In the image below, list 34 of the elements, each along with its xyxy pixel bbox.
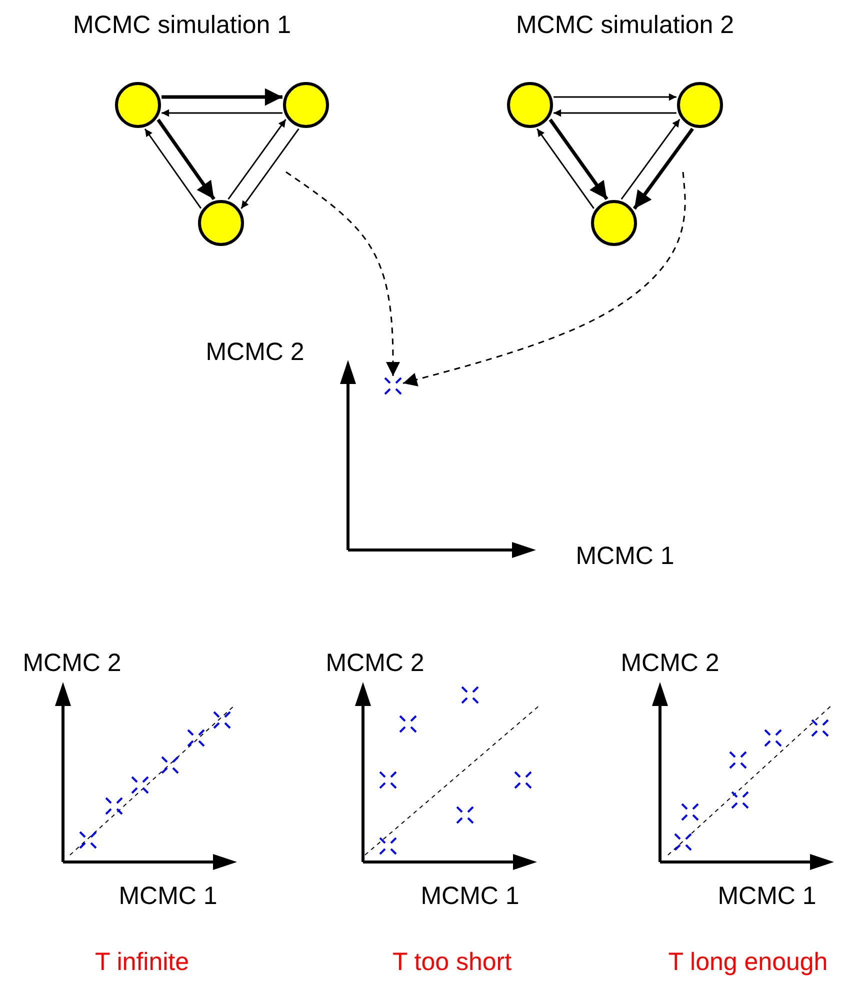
axis-label: MCMC 1 xyxy=(576,541,674,571)
arrow xyxy=(554,109,676,117)
state-circle xyxy=(283,82,329,128)
arrow xyxy=(536,128,594,209)
arrow xyxy=(162,109,282,117)
caption: T long enough xyxy=(668,947,828,977)
axis-label: MCMC 1 xyxy=(718,881,816,911)
title: MCMC simulation 1 xyxy=(72,10,292,40)
axis-label: MCMC 2 xyxy=(620,648,720,678)
caption: T infinite xyxy=(94,947,190,977)
title: MCMC simulation 2 xyxy=(516,10,734,40)
state-circle xyxy=(677,82,723,128)
arrow xyxy=(554,93,676,101)
axis-label: MCMC 2 xyxy=(22,648,122,678)
arrow xyxy=(286,171,400,376)
arrow xyxy=(228,119,286,200)
state-circle xyxy=(507,82,553,128)
caption: T too short xyxy=(392,947,512,977)
arrow xyxy=(402,172,686,386)
arrow xyxy=(548,118,608,200)
state-circle xyxy=(591,200,637,246)
axis-label: MCMC 1 xyxy=(420,881,520,911)
arrow xyxy=(240,128,300,209)
arrow xyxy=(162,88,282,106)
data-point-marker xyxy=(383,376,403,396)
axis-label: MCMC 2 xyxy=(206,337,304,367)
axis-label: MCMC 1 xyxy=(118,881,218,911)
state-circle xyxy=(198,200,244,246)
arrow xyxy=(156,118,216,200)
arrow xyxy=(620,118,680,200)
axis-label: MCMC 2 xyxy=(326,648,424,678)
state-circle xyxy=(115,82,161,128)
arrow xyxy=(144,128,202,209)
arrow xyxy=(632,128,694,210)
